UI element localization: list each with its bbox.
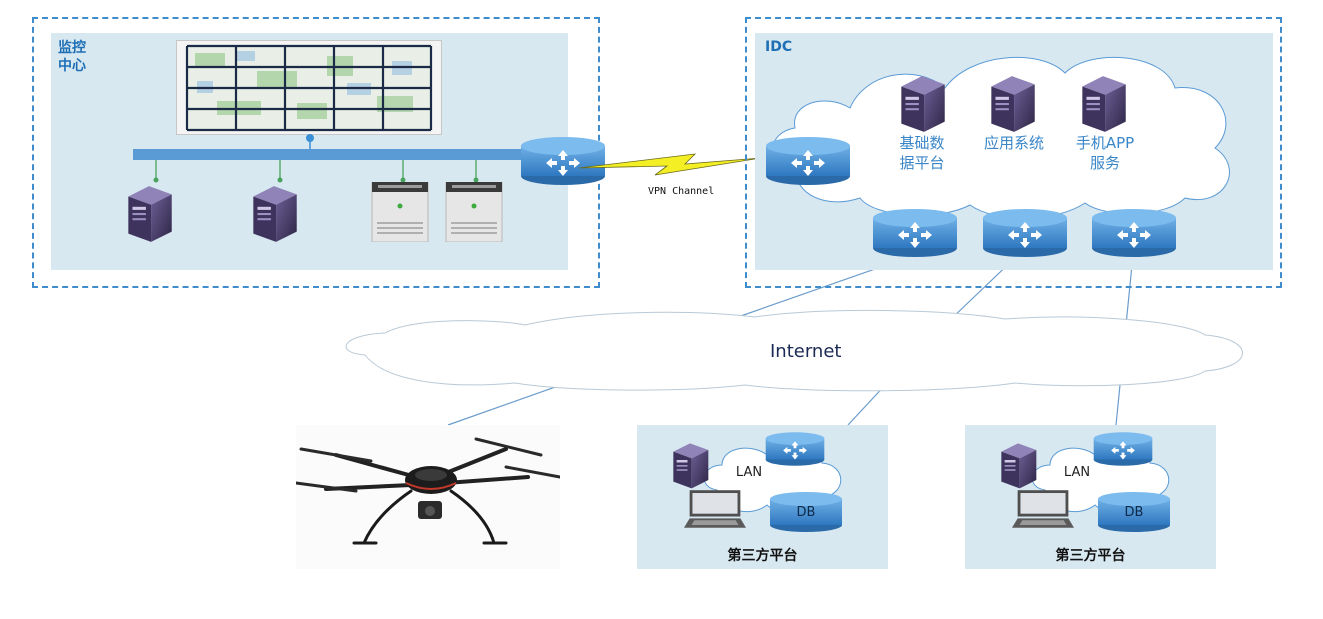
drone-icon: [296, 437, 560, 545]
internet-cloud: [345, 309, 1243, 392]
internet-label: Internet: [770, 341, 842, 362]
server-tower-icon: [980, 72, 1044, 134]
drone-image: [296, 425, 560, 569]
idc-edge-router-icon: [1091, 208, 1177, 258]
idc-router-icon: [765, 136, 851, 186]
pc-icon: [1012, 490, 1074, 528]
server-tower-icon: [242, 182, 306, 244]
server-tower-icon: [117, 182, 181, 244]
platform-title: 第三方平台: [1055, 548, 1126, 564]
platform-title: 第三方平台: [727, 548, 798, 564]
video-wall-grid: [185, 44, 433, 132]
third-party-platform-1: LAN DB 第三方平台: [637, 425, 888, 569]
db-label: DB: [1124, 505, 1144, 520]
vpn-label: VPN Channel: [648, 186, 715, 197]
server-tower-icon: [665, 440, 715, 490]
router-icon: [765, 431, 825, 467]
idc-edge-router-icon: [982, 208, 1068, 258]
monitor-center-label: 监控 中心: [58, 40, 86, 74]
idc-label: IDC: [765, 39, 793, 55]
db-label: DB: [796, 505, 816, 520]
server-tower-icon: [890, 72, 954, 134]
router-icon: [1093, 431, 1153, 467]
video-wall: [176, 40, 442, 135]
lan-bus: [133, 134, 528, 183]
third-party-platform-2: LAN DB 第三方平台: [965, 425, 1216, 569]
service-label-data-platform: 基础数 据平台: [899, 134, 945, 172]
idc-frame: [745, 17, 1282, 288]
service-label-mobile-app: 手机APP 服务: [1075, 134, 1135, 172]
server-tower-icon: [1071, 72, 1135, 134]
service-label-app-system: 应用系统: [983, 134, 1044, 152]
idc-edge-router-icon: [872, 208, 958, 258]
rack-server-icon: [371, 182, 429, 242]
lan-label: LAN: [1063, 465, 1091, 480]
server-tower-icon: [993, 440, 1043, 490]
rack-server-icon: [445, 182, 503, 242]
pc-icon: [684, 490, 746, 528]
lan-label: LAN: [735, 465, 763, 480]
